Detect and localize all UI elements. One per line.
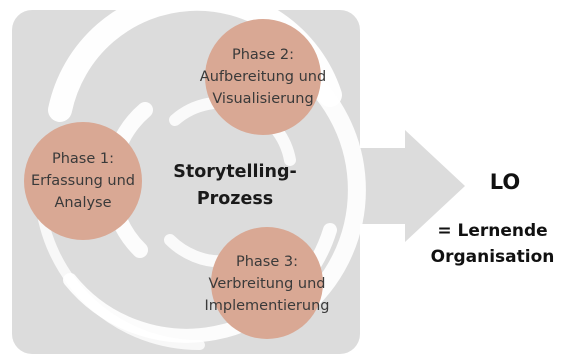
phase-2-title: Phase 2:	[231, 47, 294, 63]
phase-3-label: Phase 3: Verbreitung und Implementierung	[182, 251, 352, 317]
phase-1-circle	[24, 122, 142, 240]
result-subtitle-line1: = Lernende	[437, 221, 548, 241]
phase-3-desc-line1: Verbreitung und	[208, 276, 326, 292]
phase-2-desc-line2: Visualisierung	[212, 91, 314, 107]
process-title-line2: Prozess	[196, 189, 274, 209]
phase-1-label: Phase 1: Erfassung und Analyse	[18, 148, 148, 214]
process-title-line1: Storytelling-	[173, 162, 297, 182]
process-title: Storytelling- Prozess	[160, 159, 310, 213]
phase-1-title: Phase 1:	[51, 151, 114, 167]
phase-3-desc-line2: Implementierung	[204, 298, 330, 314]
result-arrow	[345, 130, 465, 242]
phase-2-desc-line1: Aufbereitung und	[199, 69, 327, 85]
phase-2-label: Phase 2: Aufbereitung und Visualisierung	[183, 44, 343, 110]
phase-1-desc-line2: Analyse	[54, 195, 112, 211]
result-title: LO	[489, 170, 521, 194]
phase-3-title: Phase 3:	[235, 254, 298, 270]
phase-3-circle	[211, 227, 323, 339]
phase-1-desc-line1: Erfassung und	[31, 173, 135, 189]
result-subtitle-line2: Organisation	[430, 247, 555, 267]
result-subtitle: = Lernende Organisation	[420, 218, 565, 270]
phase-2-circle	[205, 19, 321, 135]
